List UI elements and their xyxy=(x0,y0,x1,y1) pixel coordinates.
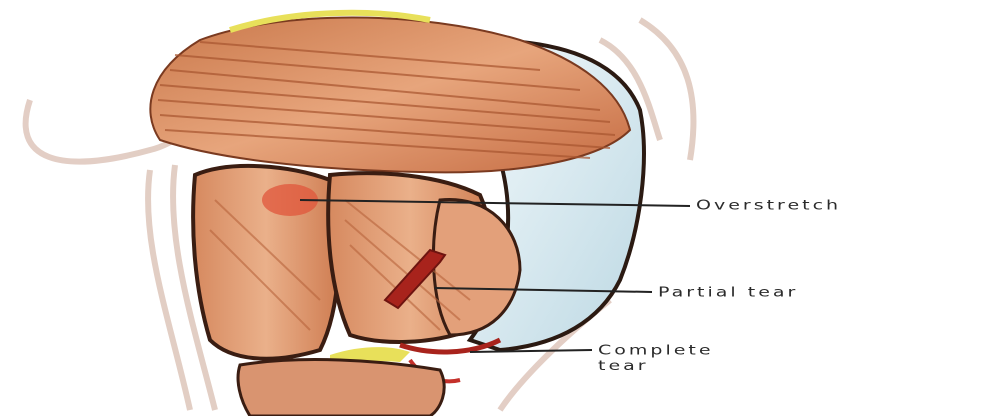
complete-tear-label-line2: tear xyxy=(598,358,714,374)
complete-tear-leader-line xyxy=(470,350,592,352)
complete-tear-label-line1: Complete xyxy=(598,342,714,358)
partial-tear-label: Partial tear xyxy=(658,286,798,300)
upper-muscle xyxy=(150,18,630,173)
lower-tendon-stump xyxy=(238,360,444,416)
overstretch-label: Overstretch xyxy=(696,199,841,213)
complete-tear-label: Complete tear xyxy=(598,342,714,374)
